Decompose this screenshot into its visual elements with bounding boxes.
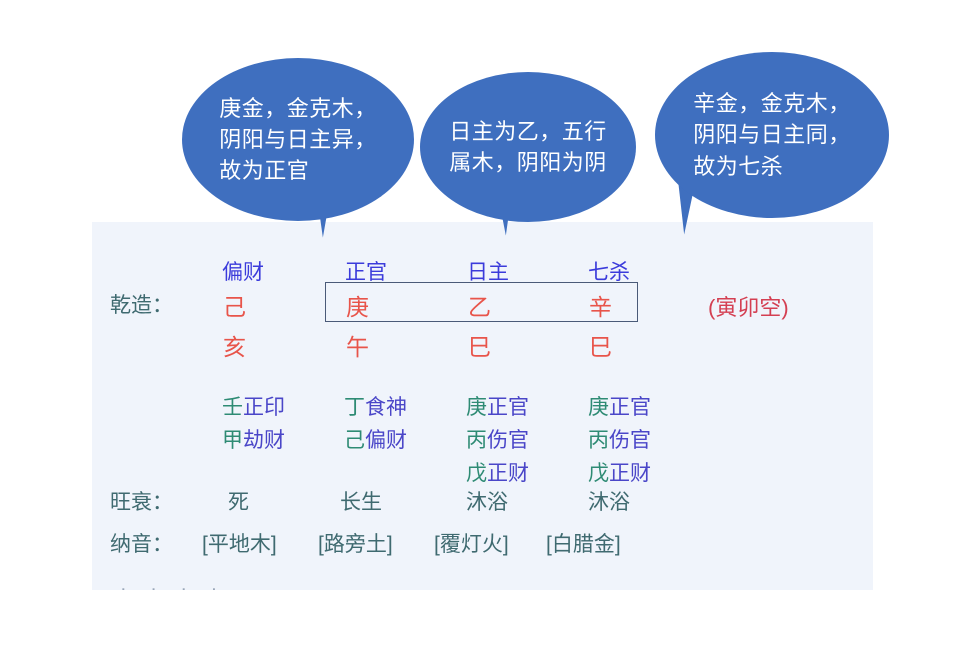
hidden-stem-hour-3: 戊正财 [588, 457, 651, 487]
nayin-month: [路旁土] [318, 533, 393, 556]
earthly-branch-day: 巳 [468, 334, 491, 360]
hidden-stem-char: 丙 [588, 429, 609, 452]
bazi-chart-panel [92, 222, 873, 590]
truncated-bottom-row: · · · · [120, 578, 227, 590]
day-pillar-highlight-box [325, 282, 638, 322]
hidden-stem-char: 戊 [588, 462, 609, 485]
earthly-branch-hour: 巳 [589, 334, 612, 360]
hidden-stem-month-1: 丁食神 [344, 391, 407, 421]
hidden-stem-day-1: 庚正官 [466, 391, 529, 421]
hidden-stem-day-2: 丙伤官 [466, 424, 529, 454]
ten-god-header-month: 正官 [345, 261, 387, 284]
wangshuai-month: 长生 [340, 491, 382, 514]
speech-bubble-zhengguan: 庚金，金克木， 阴阳与日主异， 故为正官 [182, 58, 414, 221]
hidden-stem-god: 伤官 [487, 429, 529, 452]
earthly-branch-year: 亥 [223, 334, 246, 360]
heavenly-stem-month: 庚 [346, 294, 369, 320]
hidden-stem-char: 壬 [222, 396, 243, 419]
speech-bubble-rizhu: 日主为乙，五行 属木，阴阳为阴 [420, 72, 636, 222]
hidden-stem-god: 偏财 [365, 429, 407, 452]
speech-bubble-zhengguan-text: 庚金，金克木， 阴阳与日主异， 故为正官 [219, 95, 377, 184]
hidden-stem-char: 庚 [466, 396, 487, 419]
wangshuai-year: 死 [228, 491, 249, 514]
speech-bubble-rizhu-text: 日主为乙，五行 属木，阴阳为阴 [449, 118, 607, 175]
heavenly-stem-year: 己 [223, 294, 246, 320]
kong-wang-note: (寅卯空) [708, 295, 789, 320]
heavenly-stem-hour: 辛 [589, 294, 612, 320]
hidden-stem-god: 劫财 [243, 429, 285, 452]
hidden-stem-god: 伤官 [609, 429, 651, 452]
hidden-stem-char: 戊 [466, 462, 487, 485]
nayin-hour: [白腊金] [546, 533, 621, 556]
speech-bubble-qisha-text: 辛金，金克木， 阴阳与日主同， 故为七杀 [693, 91, 851, 179]
ten-god-header-hour: 七杀 [588, 261, 630, 284]
hidden-stem-god: 正财 [487, 462, 529, 485]
ten-god-header-year: 偏财 [222, 261, 264, 284]
hidden-stem-day-3: 戊正财 [466, 457, 529, 487]
hidden-stem-month-2: 己偏财 [344, 424, 407, 454]
hidden-stem-hour-2: 丙伤官 [588, 424, 651, 454]
hidden-stem-char: 庚 [588, 396, 609, 419]
row-label-qianzao: 乾造： [110, 294, 173, 317]
earthly-branch-month: 午 [346, 334, 369, 360]
speech-bubble-qisha: 辛金，金克木， 阴阳与日主同， 故为七杀 [655, 52, 889, 218]
row-label-wangshuai: 旺衰： [110, 491, 173, 514]
hidden-stem-char: 甲 [222, 429, 243, 452]
hidden-stem-year-2: 甲劫财 [222, 424, 285, 454]
hidden-stem-god: 正官 [609, 396, 651, 419]
wangshuai-hour: 沐浴 [588, 491, 630, 514]
hidden-stem-god: 正财 [609, 462, 651, 485]
hidden-stem-char: 丙 [466, 429, 487, 452]
hidden-stem-char: 己 [344, 429, 365, 452]
wangshuai-day: 沐浴 [466, 491, 508, 514]
hidden-stem-year-1: 壬正印 [222, 391, 285, 421]
hidden-stem-god: 正印 [243, 396, 285, 419]
row-label-nayin: 纳音： [110, 533, 173, 556]
heavenly-stem-day: 乙 [468, 294, 491, 320]
hidden-stem-god: 正官 [487, 396, 529, 419]
ten-god-header-day: 日主 [467, 261, 509, 284]
hidden-stem-god: 食神 [365, 396, 407, 419]
nayin-day: [覆灯火] [434, 533, 509, 556]
nayin-year: [平地木] [202, 533, 277, 556]
hidden-stem-hour-1: 庚正官 [588, 391, 651, 421]
hidden-stem-char: 丁 [344, 396, 365, 419]
